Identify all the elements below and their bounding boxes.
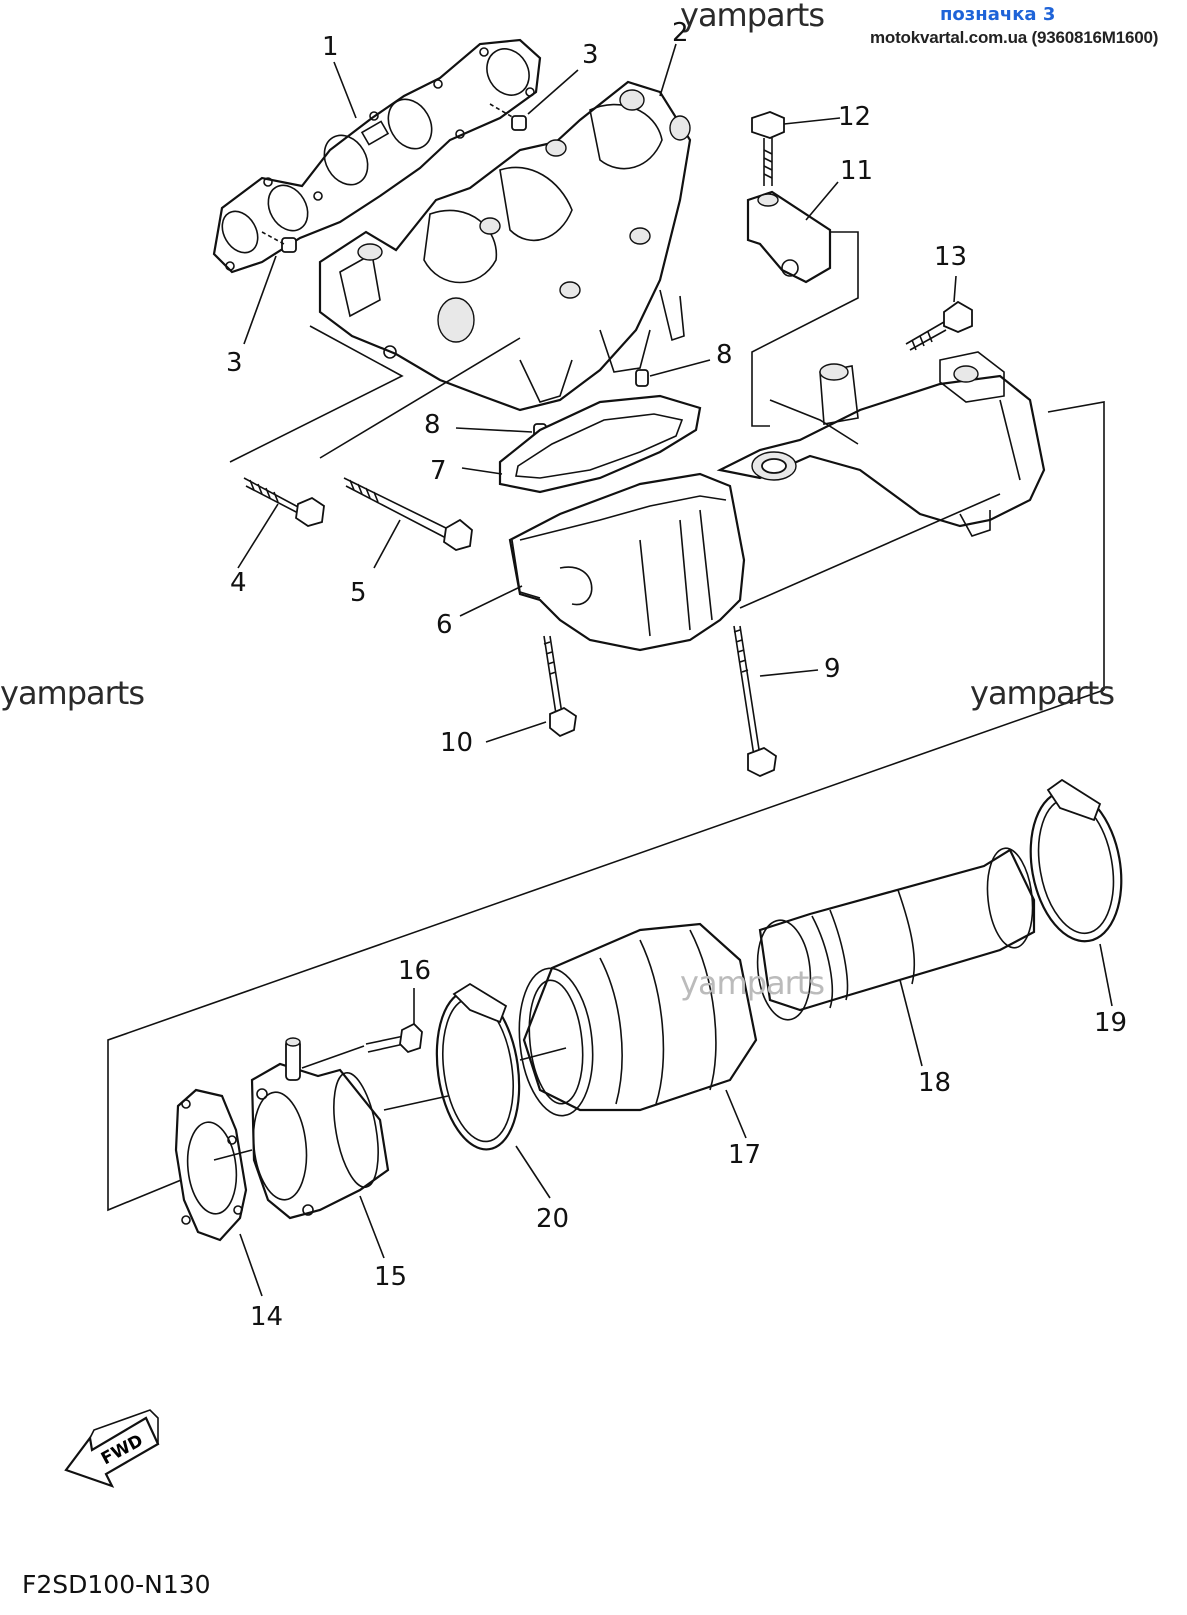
part-20-clamp — [435, 982, 521, 1151]
marker-link[interactable]: позначка 3 — [940, 4, 1056, 25]
watermark: yamparts — [680, 964, 825, 1002]
part-17-hose — [518, 922, 758, 1117]
part-3-dowel-pins — [261, 103, 527, 253]
watermark: yamparts — [970, 674, 1115, 712]
callout-number: 7 — [430, 456, 447, 486]
callout-number: 13 — [934, 242, 968, 272]
part-13-bolt — [905, 300, 973, 351]
callout-number: 18 — [918, 1068, 952, 1098]
fwd-arrow-icon — [64, 1409, 160, 1488]
callout-number: 16 — [398, 956, 432, 986]
part-19-clamp — [1029, 778, 1123, 943]
callout-number: 3 — [226, 348, 243, 378]
assembly-lines-lower — [213, 1045, 567, 1161]
callout-number: 19 — [1094, 1008, 1128, 1038]
part-10-bolt — [543, 635, 577, 738]
part-2-exhaust-manifold — [318, 80, 692, 412]
watermark: yamparts — [680, 0, 825, 34]
part-6-exhaust-chamber — [508, 351, 1046, 652]
assembly-lines-upper — [107, 325, 1105, 1212]
part-12-bolt — [751, 111, 785, 186]
part-16-bolt — [365, 1022, 423, 1054]
part-11-bracket — [746, 190, 832, 284]
part-7-gasket — [498, 394, 702, 494]
callout-number: 3 — [582, 40, 599, 70]
callout-leaders — [237, 43, 1113, 1297]
callout-number: 9 — [824, 654, 841, 684]
diagram-code: F2SD100-N130 — [22, 1570, 211, 1599]
callout-number: 15 — [374, 1262, 408, 1292]
source-caption: motokvartal.com.ua (9360816M1600) — [870, 28, 1159, 47]
callout-number: 8 — [424, 410, 441, 440]
part-9-bolt — [733, 625, 777, 777]
part-14-gasket — [174, 1088, 248, 1242]
watermark: yamparts — [0, 674, 145, 712]
callout-number: 5 — [350, 578, 367, 608]
callout-number: 20 — [536, 1204, 570, 1234]
part-1-exhaust-gasket — [212, 38, 542, 274]
callout-number: 4 — [230, 568, 247, 598]
part-15-joint — [250, 1037, 390, 1220]
callout-number: 10 — [440, 728, 474, 758]
callout-number: 1 — [322, 32, 339, 62]
part-18-pipe — [756, 847, 1036, 1021]
callout-number: 6 — [436, 610, 453, 640]
part-5-bolt — [343, 477, 473, 551]
leader-11-joint — [751, 231, 859, 427]
part-4-bolt — [243, 477, 325, 527]
callout-number: 11 — [840, 156, 874, 186]
callout-number: 12 — [838, 102, 872, 132]
callout-number: 8 — [716, 340, 733, 370]
callout-number: 2 — [672, 18, 689, 48]
callout-number: 14 — [250, 1302, 284, 1332]
callout-number: 17 — [728, 1140, 762, 1170]
